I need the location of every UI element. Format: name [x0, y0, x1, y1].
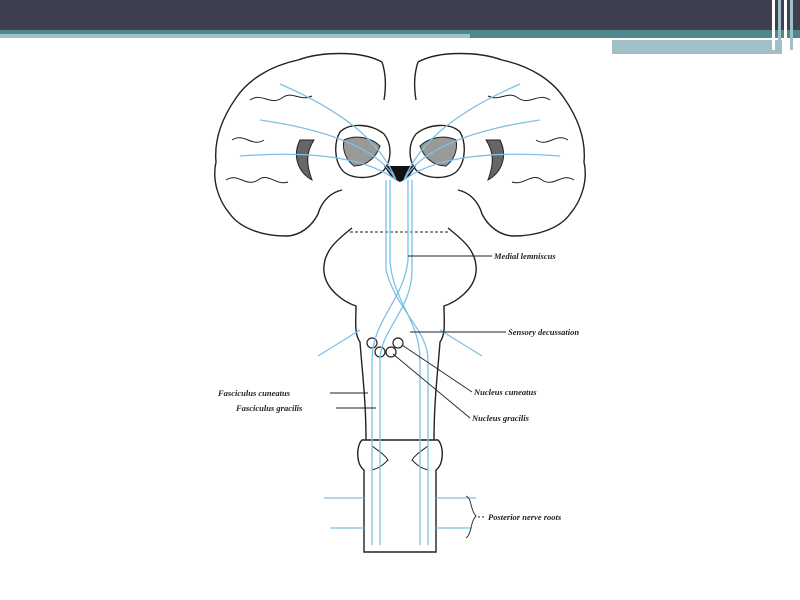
header-vertical-bar — [784, 0, 787, 50]
label-posterior-nerve-roots: Posterior nerve roots — [488, 512, 562, 522]
label-medial-lemniscus: Medial lemniscus — [494, 251, 556, 261]
brain-outline — [214, 52, 586, 553]
header-dark-stripe — [470, 34, 800, 38]
sensory-fibers — [239, 83, 561, 545]
leader-lines — [330, 255, 506, 539]
header-accent-stripe — [0, 30, 800, 34]
header-light-stripe — [0, 34, 470, 38]
header-right-box — [612, 40, 782, 54]
label-fasciculus-gracilis: Fasciculus gracilis — [236, 403, 303, 413]
label-fasciculus-cuneatus: Fasciculus cuneatus — [218, 388, 291, 398]
header-vertical-bar — [772, 0, 775, 50]
label-nucleus-cuneatus: Nucleus cuneatus — [474, 387, 537, 397]
header-vertical-bar — [778, 0, 781, 50]
label-nucleus-gracilis: Nucleus gracilis — [472, 413, 529, 423]
label-sensory-decussation: Sensory decussation — [508, 327, 580, 337]
shaded-nuclei — [296, 136, 504, 182]
header-vertical-bar — [790, 0, 793, 50]
slide-header-bar — [0, 0, 800, 30]
